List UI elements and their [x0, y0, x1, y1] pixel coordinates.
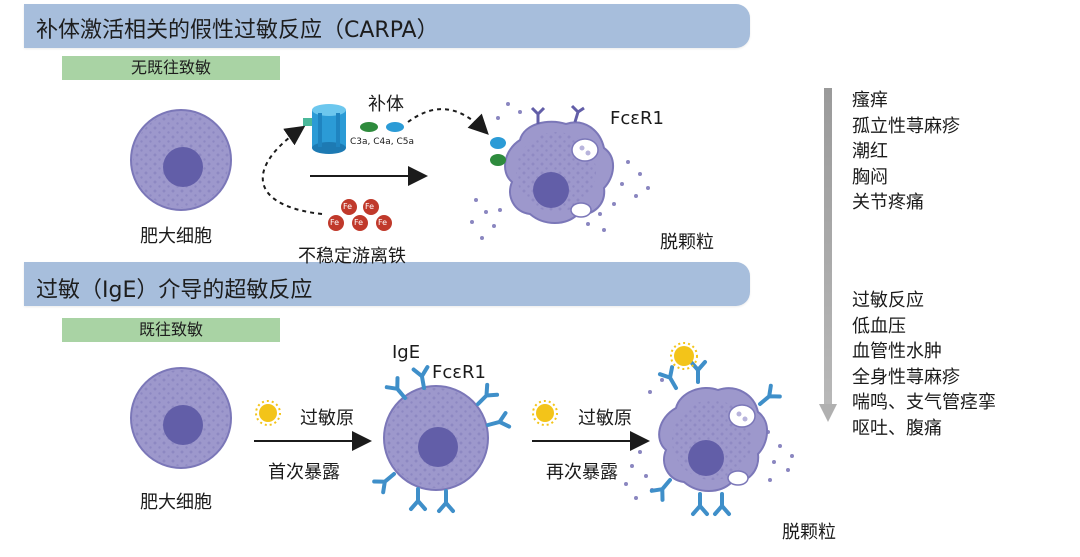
- ige-mast-cell-label: 肥大细胞: [140, 492, 212, 513]
- symptom-item: 胸闷: [852, 166, 888, 188]
- ige-tag-text: 既往致敏: [138, 320, 203, 339]
- fe-label-2: Fe: [365, 202, 375, 211]
- free-iron-icon: [328, 199, 392, 231]
- allergen-icon-1: [255, 400, 281, 426]
- symptom-item: 喘鸣、支气管痉挛: [852, 392, 996, 413]
- ige-label: IgE: [392, 342, 421, 363]
- second-exposure-label: 再次暴露: [546, 462, 618, 483]
- allergen-label-1: 过敏原: [300, 408, 354, 429]
- ige-tag: [62, 318, 280, 342]
- carpa-tag: [62, 56, 280, 80]
- complement-fragments-label: C3a, C4a, C5a: [350, 137, 415, 147]
- bound-allergen-icon: [674, 346, 694, 366]
- mast-cell-top: [130, 109, 232, 211]
- degranulating-cell-top: [470, 102, 650, 240]
- symptom-item: 孤立性荨麻疹: [852, 115, 960, 137]
- nucleus-top: [163, 147, 203, 187]
- carpa-title: 补体激活相关的假性过敏反应（CARPA）: [36, 18, 439, 43]
- carpa-banner: [24, 4, 750, 48]
- fe-label-3: Fe: [330, 218, 340, 227]
- symptom-item: 全身性荨麻疹: [852, 366, 960, 388]
- ige-title: 过敏（IgE）介导的超敏反应: [36, 278, 313, 303]
- complement-fragments-icon: [360, 122, 404, 132]
- fe-label-5: Fe: [378, 218, 388, 227]
- free-iron-label: 不稳定游离铁: [298, 246, 406, 267]
- symptom-item: 血管性水肿: [852, 341, 942, 362]
- first-exposure-label: 首次暴露: [268, 462, 340, 483]
- mast-cell-bottom: [130, 367, 232, 469]
- degranulating-cell-bottom: [624, 342, 794, 516]
- fe-label-4: Fe: [354, 218, 364, 227]
- carpa-receptor-label: FcεR1: [610, 108, 664, 129]
- ige-symptom-list: 过敏反应 低血压 血管性水肿 全身性荨麻疹 喘鸣、支气管痉挛 呕吐、腹痛: [852, 288, 996, 441]
- symptom-item: 关节疼痛: [852, 192, 924, 213]
- dashed-arrow-complement-to-cell: [407, 108, 489, 135]
- severity-arrow: [819, 88, 837, 422]
- carpa-symptom-list: 瘙痒 孤立性荨麻疹 潮红 胸闷 关节疼痛: [852, 88, 960, 216]
- symptom-item: 潮红: [852, 141, 888, 162]
- complement-pore-icon: [303, 104, 346, 154]
- carpa-mast-cell-label: 肥大细胞: [140, 226, 212, 247]
- carpa-tag-text: 无既往致敏: [130, 58, 211, 77]
- complement-label: 补体: [368, 94, 404, 115]
- ige-degranulation-label: 脱颗粒: [782, 522, 836, 543]
- allergen-icon-2: [532, 400, 558, 426]
- symptom-item: 呕吐、腹痛: [852, 417, 942, 439]
- fe-label-1: Fe: [343, 202, 353, 211]
- ige-receptor-label: FcεR1: [432, 362, 486, 383]
- allergen-label-2: 过敏原: [578, 408, 632, 429]
- ige-banner: [24, 262, 750, 306]
- symptom-item: 过敏反应: [852, 290, 924, 311]
- sensitized-mast-cell: [372, 365, 512, 513]
- carpa-degranulation-label: 脱颗粒: [660, 232, 714, 253]
- symptom-item: 低血压: [852, 315, 906, 337]
- symptom-item: 瘙痒: [852, 90, 888, 111]
